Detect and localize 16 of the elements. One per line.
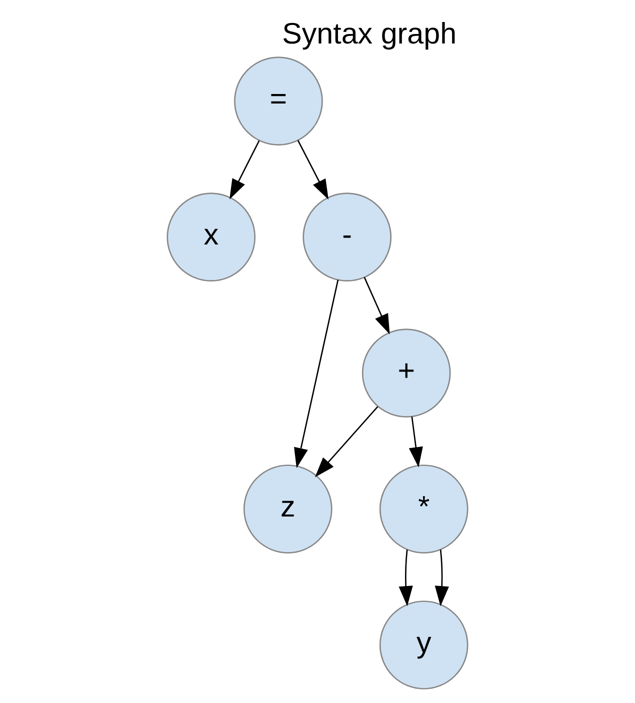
node-circle: y (379, 600, 468, 690)
node-circle: * (379, 464, 468, 554)
arrow (364, 277, 390, 334)
diagram-title: Syntax graph (282, 17, 457, 50)
arrow (297, 140, 329, 200)
arrow (314, 406, 378, 478)
arrow (230, 140, 260, 200)
node-circle: - (302, 192, 392, 282)
arrow (294, 280, 339, 468)
node-circle: z (243, 464, 332, 554)
node-circle: = (234, 56, 323, 146)
arrow (398, 550, 413, 606)
node-circle: x (166, 192, 256, 282)
node-circle: + (362, 328, 451, 418)
arrow (434, 550, 449, 606)
arrow (408, 416, 423, 468)
